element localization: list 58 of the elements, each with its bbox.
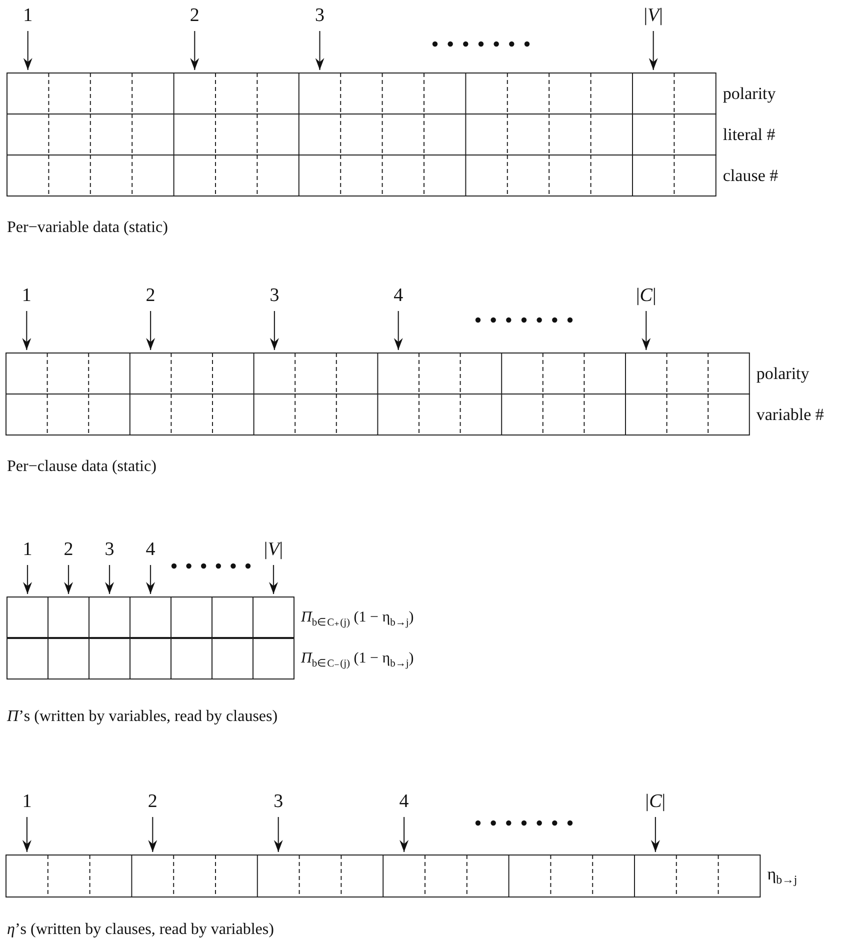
arrow (22, 817, 32, 852)
index-label: 2 (148, 791, 158, 813)
arrow (650, 817, 660, 852)
arrow (146, 311, 156, 350)
array-row (5, 854, 762, 898)
row-label: variable # (756, 404, 824, 424)
arrow (394, 311, 403, 350)
arrow (642, 311, 651, 350)
row-label: polarity (756, 364, 810, 384)
index-label: 4 (394, 285, 404, 307)
array-row (5, 352, 750, 395)
index-label: 3 (270, 285, 280, 307)
caption: Per−variable data (static) (7, 219, 168, 237)
arrow (146, 565, 155, 594)
index-label: 1 (22, 285, 32, 307)
index-label: |V| (264, 539, 284, 561)
arrow (23, 31, 32, 70)
index-label: |C| (636, 285, 656, 307)
index-label: 3 (315, 5, 324, 27)
array-row (6, 637, 295, 680)
row-label: Π$_{b∈C₊(j)}$ (1 − η$_{b→j}$) (301, 609, 414, 628)
caption: Per−clause data (static) (7, 458, 156, 476)
row-label: literal # (722, 124, 776, 144)
array-row (6, 113, 717, 156)
arrow (22, 311, 32, 350)
arrow (269, 565, 278, 594)
index-label: 2 (190, 5, 200, 27)
arrow (274, 817, 283, 852)
array-row (6, 596, 295, 639)
index-label: 2 (146, 285, 156, 307)
array-row (5, 393, 750, 436)
caption: η’s (written by clauses, read by variables) (7, 921, 274, 939)
index-label: 3 (274, 791, 284, 813)
array-row (6, 154, 717, 197)
array-row (6, 72, 717, 115)
row-label: Π$_{b∈C₋(j)}$ (1 − η$_{b→j}$) (301, 650, 414, 669)
index-label: 1 (23, 5, 33, 27)
arrow (23, 565, 32, 594)
index-label: 1 (22, 791, 32, 813)
arrow (400, 817, 409, 852)
arrow (64, 565, 73, 594)
index-label: 2 (64, 539, 74, 561)
row-label: polarity (722, 84, 776, 104)
arrow (148, 817, 158, 852)
row-label: clause # (722, 166, 778, 186)
caption: Π’s (written by variables, read by clauses) (7, 708, 278, 726)
arrow (270, 311, 279, 350)
index-label: 4 (399, 791, 409, 813)
index-label: 4 (146, 539, 156, 561)
arrow (315, 31, 324, 70)
arrow (190, 31, 200, 70)
index-label: 3 (104, 539, 114, 561)
index-label: 1 (22, 539, 32, 561)
row-label: η$_{b→j}$ (767, 864, 798, 888)
arrow (648, 31, 658, 70)
arrow (105, 565, 114, 594)
index-label: |V| (644, 5, 663, 27)
index-label: |C| (645, 791, 666, 813)
